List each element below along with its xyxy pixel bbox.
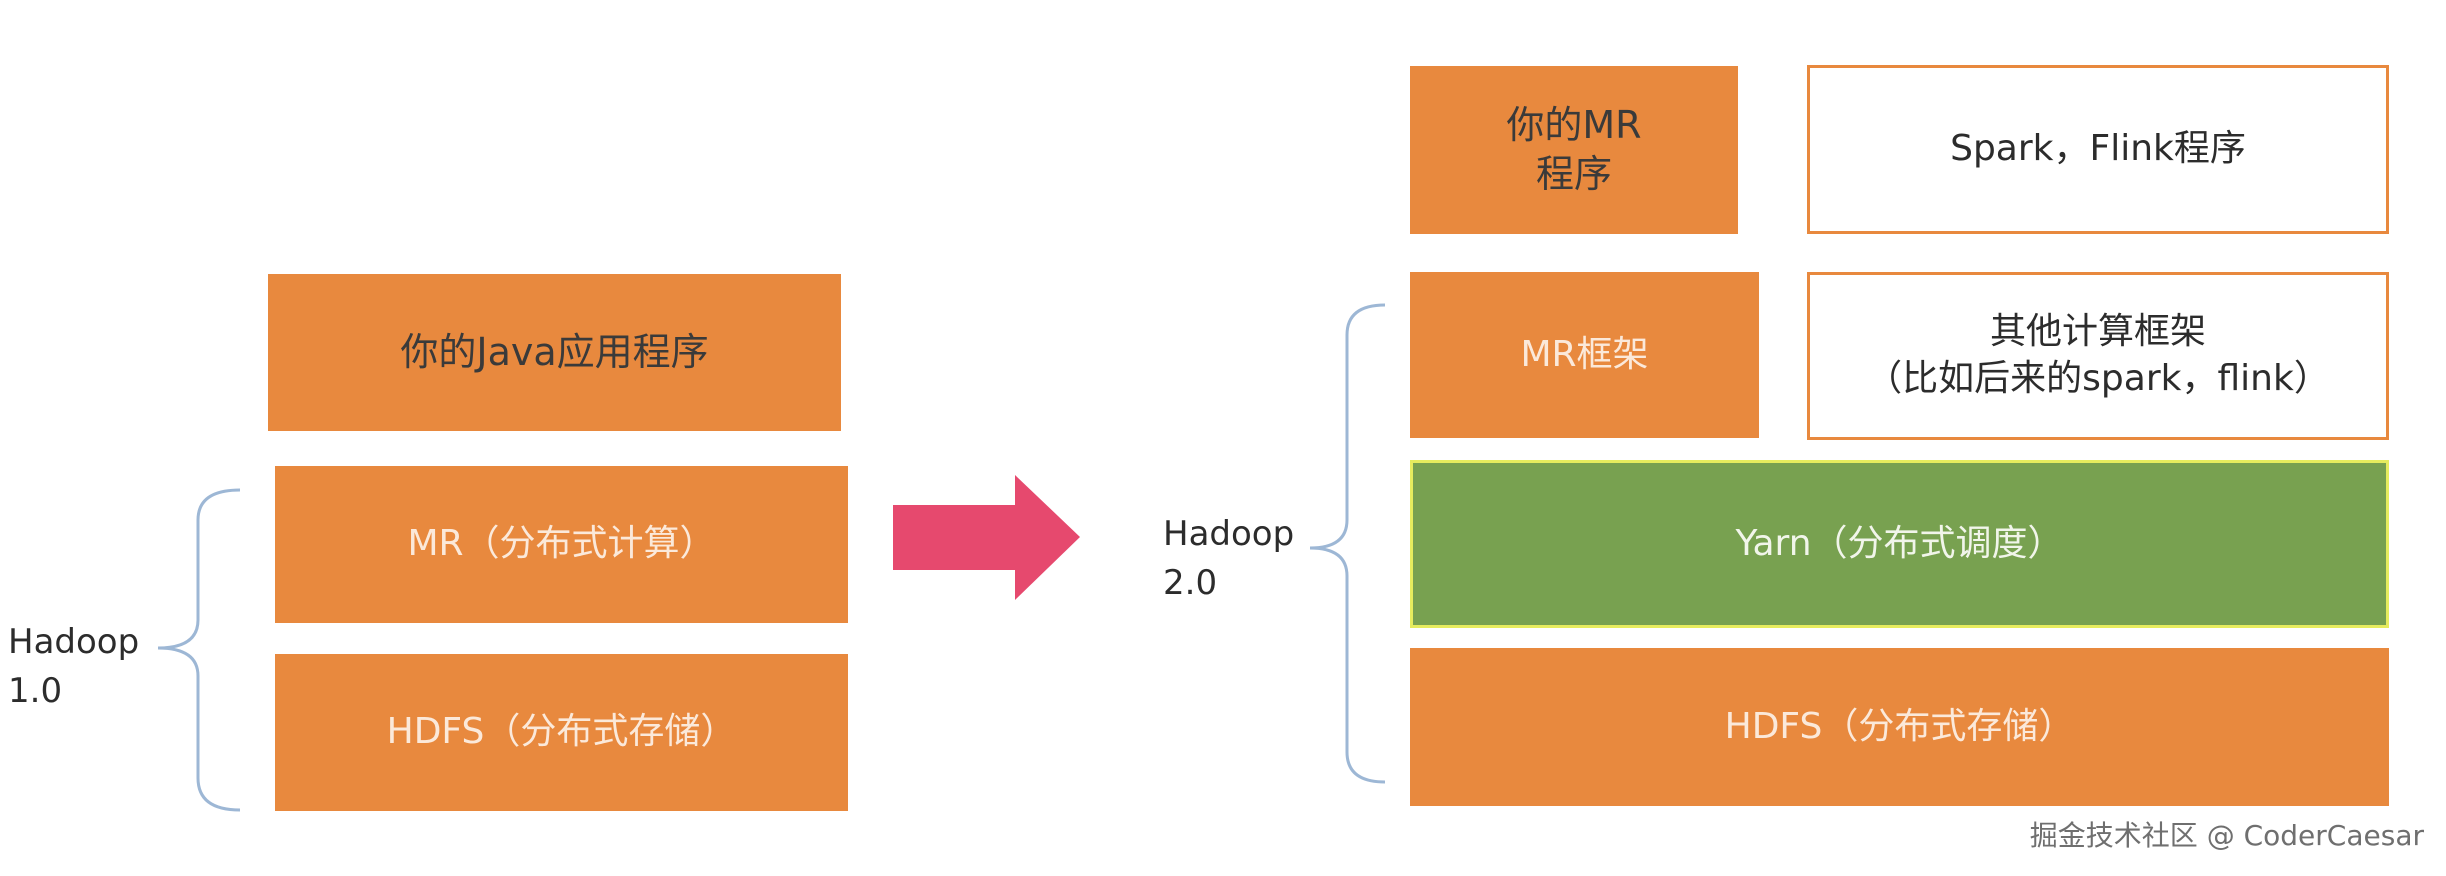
mr-compute-layer: MR（分布式计算） xyxy=(275,466,848,623)
hadoop-2-label: Hadoop 2.0 xyxy=(1163,514,1295,604)
hdfs-storage-layer: HDFS（分布式存储） xyxy=(275,654,848,811)
left-brace-icon xyxy=(157,488,241,812)
java-app-label: 你的Java应用程序 xyxy=(400,329,709,374)
watermark: 掘金技术社区 @ CoderCaesar xyxy=(2029,819,2424,852)
yarn-layer: Yarn（分布式调度） xyxy=(1410,460,2389,628)
java-app-layer: 你的Java应用程序 xyxy=(268,274,841,431)
your-mr-program-box: 你的MR 程序 xyxy=(1410,66,1738,234)
hdfs-2-label: HDFS（分布式存储） xyxy=(1724,705,2075,747)
mr-framework-label: MR框架 xyxy=(1520,333,1649,375)
mr-compute-label: MR（分布式计算） xyxy=(407,523,716,565)
spark-flink-program-label: Spark，Flink程序 xyxy=(1950,128,2246,170)
hadoop-1-label: Hadoop 1.0 xyxy=(8,622,140,712)
mr-framework-box: MR框架 xyxy=(1410,272,1759,438)
left-brace-icon xyxy=(1309,303,1386,784)
hdfs-storage-label: HDFS（分布式存储） xyxy=(386,711,737,753)
arrow-right-icon xyxy=(893,475,1080,600)
spark-flink-program-box: Spark，Flink程序 xyxy=(1807,65,2389,234)
other-frameworks-label: 其他计算框架 （比如后来的spark，flink） xyxy=(1866,311,2330,399)
other-frameworks-box: 其他计算框架 （比如后来的spark，flink） xyxy=(1807,272,2389,440)
yarn-label: Yarn（分布式调度） xyxy=(1735,522,2064,564)
hdfs-2-layer: HDFS（分布式存储） xyxy=(1410,648,2389,806)
your-mr-program-label: 你的MR 程序 xyxy=(1506,102,1642,196)
